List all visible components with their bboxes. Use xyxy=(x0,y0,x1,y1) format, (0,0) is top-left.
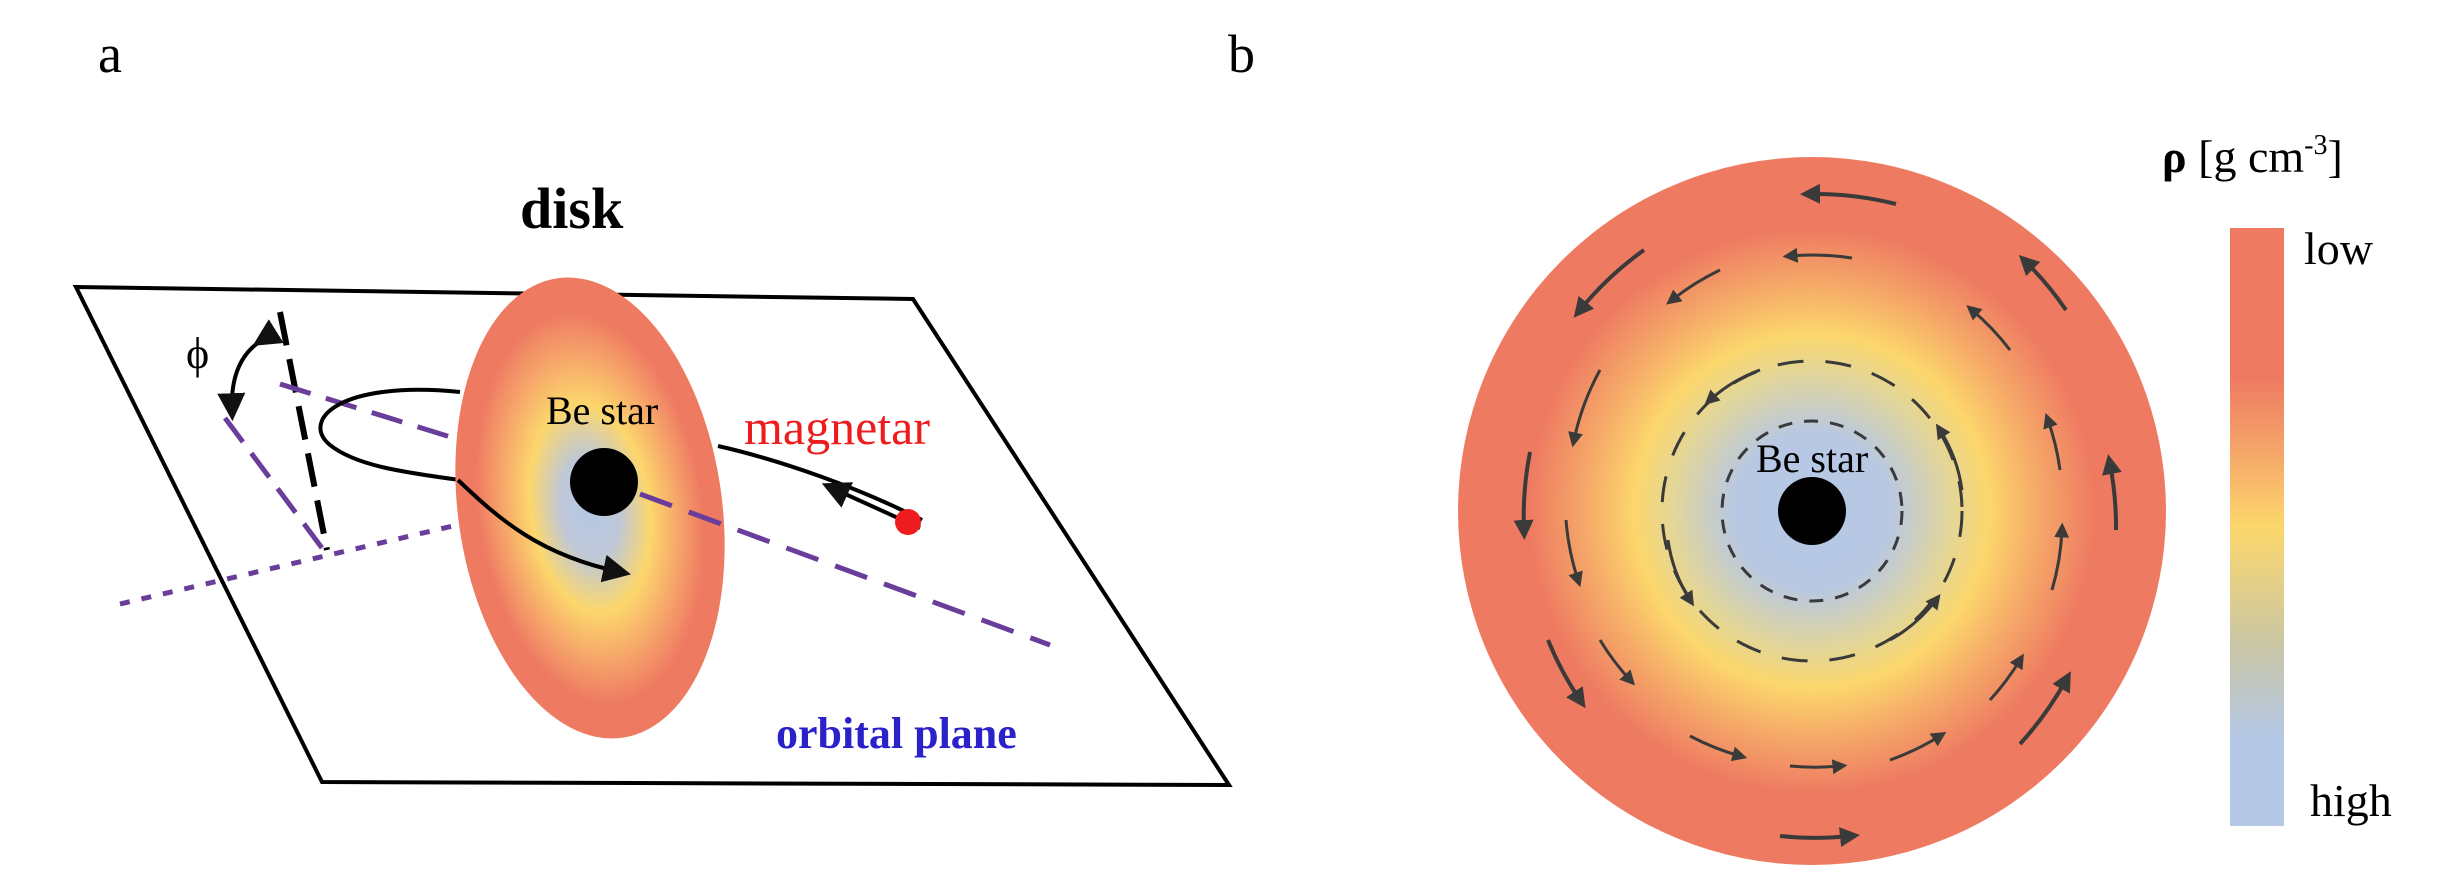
be-star-b xyxy=(1778,477,1846,545)
colorbar-title: ρ [g cm-3] xyxy=(2162,130,2343,182)
colorbar-low-label: low xyxy=(2304,223,2374,274)
panel-b: b xyxy=(1228,24,2392,865)
panel-b-label: b xyxy=(1228,24,1255,84)
colorbar-high-label: high xyxy=(2310,775,2392,826)
panel-a-label: a xyxy=(98,24,122,84)
projected-axis-line xyxy=(222,416,328,554)
magnetar-label: magnetar xyxy=(744,399,930,455)
axis-dashed-right xyxy=(639,491,1051,648)
angle-phi: ϕ xyxy=(186,329,209,378)
panel-a: a ϕ Be star magnetar dis xyxy=(72,24,1233,788)
orbit-back xyxy=(318,387,461,482)
colorbar-gradient xyxy=(2230,228,2284,826)
orbital-plane-label: orbital plane xyxy=(776,709,1017,758)
orbit-front xyxy=(456,478,631,583)
vertical-dashed-line xyxy=(277,311,330,551)
disk-label: disk xyxy=(520,176,624,241)
be-star-label-b: Be star xyxy=(1756,436,1868,481)
angle-construction: ϕ xyxy=(186,311,330,554)
flow-ring-1 xyxy=(1720,419,1904,603)
line-of-nodes-left xyxy=(119,519,471,607)
magnetar-dot xyxy=(895,509,921,535)
axis-dashed-left xyxy=(279,381,461,443)
be-star-a xyxy=(570,448,638,516)
flow-arrows-2 xyxy=(1666,368,1964,642)
flow-ring-3 xyxy=(1564,247,2070,775)
flow-ring-4 xyxy=(1513,183,2122,848)
flow-ring-2 xyxy=(1660,359,1964,663)
colorbar: ρ [g cm-3] low high xyxy=(2162,130,2392,826)
orbit-right xyxy=(717,444,923,522)
be-star-label-a: Be star xyxy=(546,388,658,433)
angle-arc xyxy=(217,319,284,422)
